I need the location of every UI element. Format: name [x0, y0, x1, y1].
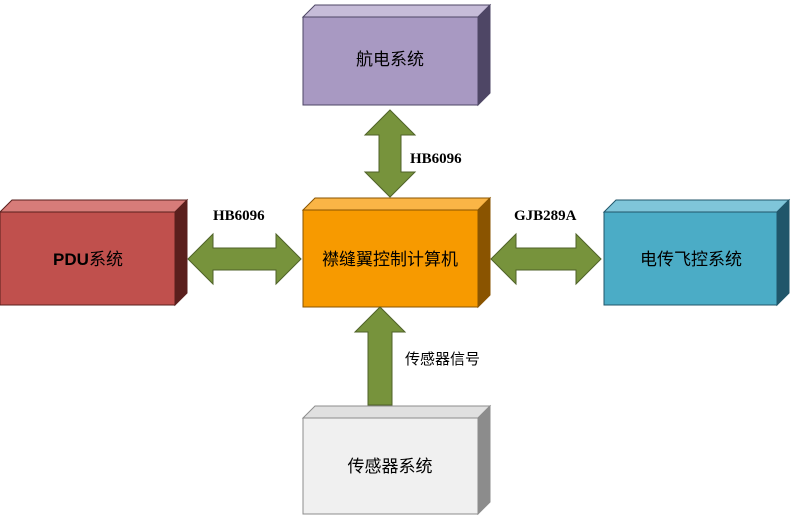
computer-box-front-face [302, 209, 479, 308]
flap-control-computer-box: 襟缝翼控制计算机 [301, 196, 492, 309]
sensor-box-side-face [477, 404, 491, 515]
pdu-system-box: PDU系统 [0, 198, 189, 307]
computer-box-top-face [301, 197, 492, 211]
pdu-box-side-face [174, 198, 188, 307]
avionics-system-box: 航电系统 [301, 3, 492, 107]
pdu-box-front-face [0, 211, 176, 306]
sensor-box-front-face [302, 417, 479, 515]
pdu-label-rest: 系统 [89, 250, 123, 270]
fbw-box-side-face [776, 198, 790, 307]
bottom-connector-label: 传感器信号 [405, 350, 480, 368]
fly-by-wire-system-box: 电传飞控系统 [602, 198, 791, 307]
avionics-box-front-face [302, 16, 479, 106]
avionics-box-label: 航电系统 [356, 50, 424, 70]
computer-box-label: 襟缝翼控制计算机 [322, 250, 458, 270]
sensor-box-top-face [301, 405, 492, 419]
fbw-box-front-face [603, 211, 778, 306]
pdu-label-bold: PDU [53, 250, 89, 269]
avionics-box-side-face [477, 3, 491, 107]
computer-box-side-face [477, 196, 491, 309]
computer-fbw-double-arrow [490, 232, 602, 286]
avionics-computer-double-arrow [363, 109, 417, 198]
pdu-box-top-face [0, 199, 189, 213]
left-connector-label: HB6096 [213, 208, 265, 224]
fbw-box-label: 电传飞控系统 [640, 250, 742, 270]
right-connector-label: GJB289A [514, 208, 577, 224]
sensor-system-box: 传感器系统 [301, 404, 492, 515]
sensor-box-label: 传感器系统 [348, 457, 433, 477]
top-connector-label: HB6096 [410, 151, 462, 167]
sensor-computer-up-arrow [353, 306, 407, 406]
pdu-computer-double-arrow [187, 232, 302, 286]
avionics-box-top-face [301, 4, 492, 18]
fbw-box-top-face [602, 199, 791, 213]
pdu-box-label: PDU系统 [53, 250, 123, 270]
